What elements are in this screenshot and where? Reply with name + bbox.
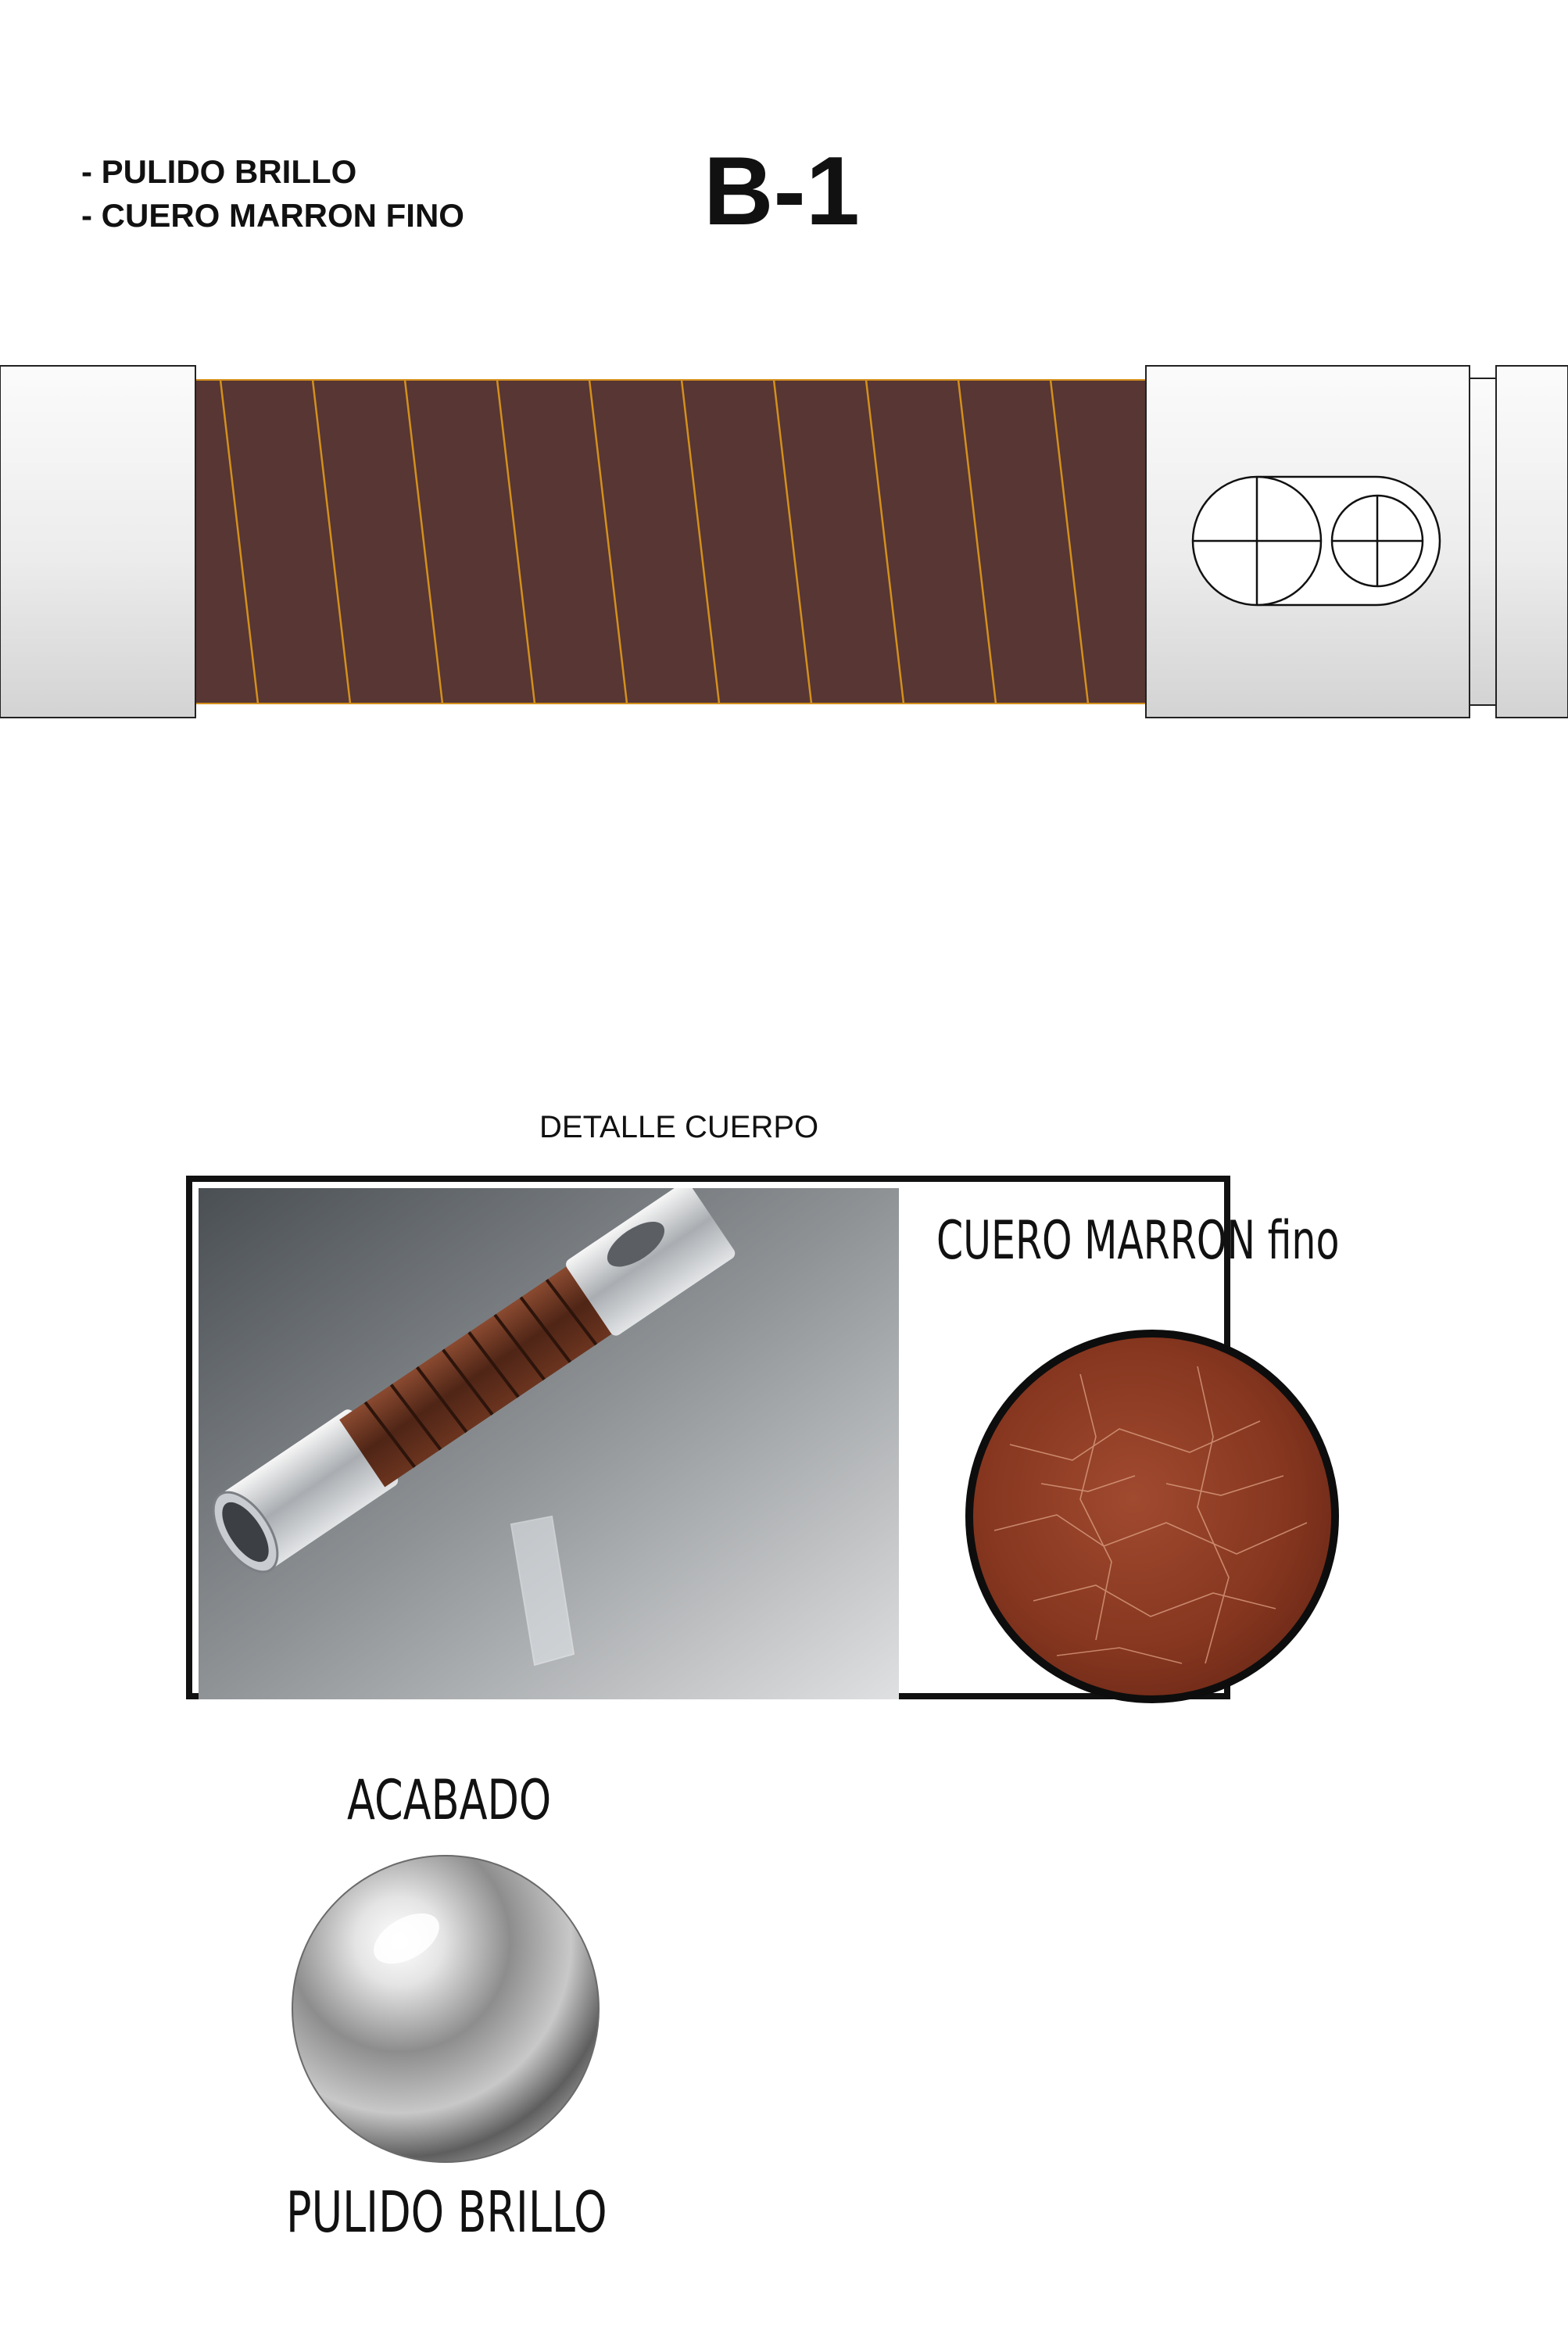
emitter-ring	[1469, 378, 1497, 706]
detail-caption: DETALLE CUERPO	[539, 1110, 819, 1144]
note-finish: - PULIDO BRILLO	[81, 153, 357, 190]
stitch-lines	[219, 380, 1090, 704]
model-code: B-1	[703, 138, 860, 245]
note-leather: - CUERO MARRON FINO	[81, 197, 464, 234]
leather-grip	[195, 379, 1147, 704]
emitter-window	[1191, 475, 1441, 607]
left-cap	[0, 365, 196, 718]
finish-label: PULIDO BRILLO	[286, 2179, 607, 2245]
detail-panel: CUERO MARRON fino	[186, 1176, 1339, 1703]
leather-swatch	[965, 1330, 1339, 1703]
finish-title: ACABADO	[347, 1768, 552, 1832]
finish-notes: - PULIDO BRILLO - CUERO MARRON FINO	[81, 150, 464, 238]
polished-sphere	[292, 1855, 600, 2163]
emitter-tip	[1495, 365, 1568, 718]
hilt-photo	[199, 1188, 899, 1699]
leather-title: CUERO MARRON fino	[936, 1210, 1340, 1272]
hilt-drawing	[0, 365, 1568, 718]
